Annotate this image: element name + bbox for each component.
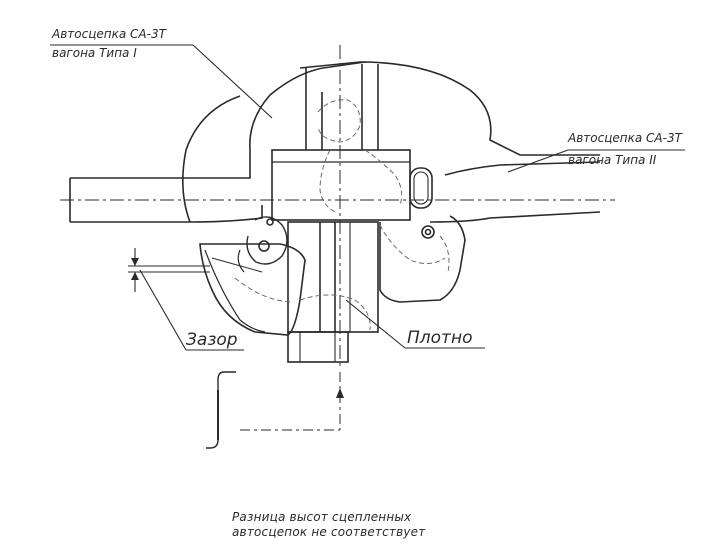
coupler-type-1 <box>70 61 366 336</box>
caption-line-1: Разница высот сцепленных <box>232 510 412 524</box>
label-gap: Зазор <box>186 330 238 350</box>
gap-leader <box>139 269 187 351</box>
tight-leader <box>345 299 485 349</box>
hidden-contours <box>234 99 450 331</box>
coupler-type-1-head <box>182 95 241 223</box>
label-coupler-type-1-line1: Автосцепка СА-3Т <box>51 27 168 41</box>
coupler-type-2-lower <box>379 215 466 303</box>
slot-window <box>409 167 433 209</box>
caption-line-2: автосцепок не соответствует <box>232 525 426 539</box>
caption: Разница высот сцепленных автосцепок не с… <box>232 510 552 540</box>
center-lines <box>60 45 615 370</box>
gap-dimension <box>128 248 244 351</box>
label-tight: Плотно <box>407 328 472 348</box>
coupler-leaders <box>50 44 685 173</box>
coupler-type-2-shank <box>444 161 601 176</box>
bracket-symbol <box>206 371 236 449</box>
height-offset-indicator <box>206 371 344 449</box>
knuckle-foot <box>287 331 349 363</box>
label-coupler-type-1-line2: вагона Типа I <box>52 46 137 60</box>
coupler-type-1-shank-bottom <box>70 205 263 223</box>
label-coupler-type-2-line1: Автосцепка СА-3Т <box>567 131 684 145</box>
coupler-type-2-front <box>271 149 411 221</box>
coupler-type-2-head-top <box>299 61 600 156</box>
label-coupler-type-2-line2: вагона Типа II <box>568 153 657 167</box>
coupler-type-1-shank-top <box>70 61 366 179</box>
coupler-type-2 <box>271 61 601 363</box>
